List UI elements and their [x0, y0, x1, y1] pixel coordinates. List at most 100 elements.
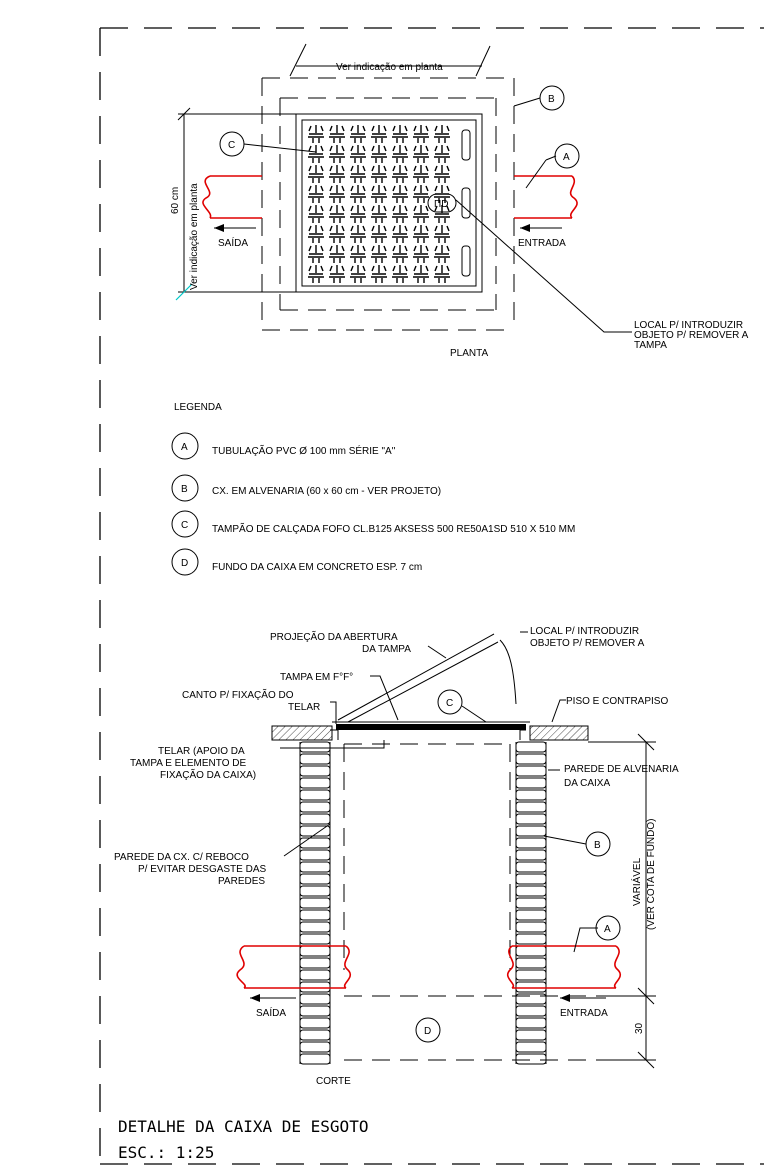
grate-tile — [391, 144, 409, 164]
plan-marker-a: A — [554, 143, 580, 169]
plan-dim-60: 60 cm — [170, 187, 181, 214]
grate-tile — [412, 264, 430, 284]
plan-side-note: Ver indicação em planta — [189, 183, 200, 290]
brick — [299, 909, 331, 921]
grate-tile — [328, 224, 346, 244]
svg-text:A: A — [604, 924, 611, 935]
grate-tile — [412, 184, 430, 204]
plan-outlet-pipe — [202, 175, 262, 219]
grate-tile — [412, 244, 430, 264]
brick — [515, 981, 547, 993]
grate-tile — [349, 144, 367, 164]
plan-view: ΠD SAÍDA ENTRADA Ver indicação em planta… — [170, 43, 749, 359]
svg-text:P/ EVITAR DESGASTE DAS: P/ EVITAR DESGASTE DAS — [138, 864, 267, 875]
grate-tile — [370, 224, 388, 244]
brick — [299, 849, 331, 861]
brick — [299, 957, 331, 969]
brick — [299, 933, 331, 945]
plan-top-note: Ver indicação em planta — [336, 62, 443, 73]
brick — [299, 1005, 331, 1017]
brick — [515, 801, 547, 813]
brick — [299, 789, 331, 801]
brick — [299, 945, 331, 957]
grate-tile — [307, 124, 325, 144]
svg-text:PAREDE DE ALVENARIA: PAREDE DE ALVENARIA — [564, 764, 679, 775]
svg-text:TAMPA: TAMPA — [634, 340, 667, 351]
grate-tile — [349, 264, 367, 284]
svg-text:FUNDO DA CAIXA EM CONCRETO ESP: FUNDO DA CAIXA EM CONCRETO ESP. 7 cm — [212, 562, 422, 573]
brick — [515, 885, 547, 897]
svg-text:PAREDE DA CX. C/ REBOCO: PAREDE DA CX. C/ REBOCO — [114, 852, 249, 863]
section-local-note: LOCAL P/ INTRODUZIR OBJETO P/ REMOVER A — [530, 626, 645, 649]
grate-tile — [349, 164, 367, 184]
brick — [299, 741, 331, 753]
grate-tile — [391, 264, 409, 284]
svg-text:C: C — [181, 520, 188, 531]
grate-tile — [433, 264, 451, 284]
legend: LEGENDA A TUBULAÇÃO PVC Ø 100 mm SÉRIE "… — [171, 402, 575, 576]
brick — [515, 837, 547, 849]
plan-local-note: LOCAL P/ INTRODUZIR OBJETO P/ REMOVER A … — [634, 320, 749, 351]
brick — [515, 849, 547, 861]
brick — [299, 969, 331, 981]
section-variable: VARIÁVEL — [630, 857, 643, 906]
section-corner-label: CANTO P/ FIXAÇÃO DO TELAR — [182, 688, 320, 713]
grate-tile — [328, 164, 346, 184]
svg-text:PAREDES: PAREDES — [218, 876, 265, 887]
brick — [515, 873, 547, 885]
plan-inlet-label: ENTRADA — [518, 238, 566, 249]
plan-outlet-label: SAÍDA — [218, 236, 248, 249]
brick — [515, 765, 547, 777]
brick — [515, 789, 547, 801]
section-view-title: CORTE — [316, 1076, 351, 1087]
svg-text:TAMPÃO DE CALÇADA FOFO CL.B125: TAMPÃO DE CALÇADA FOFO CL.B125 AKSESS 50… — [212, 522, 575, 535]
section-dim-30: 30 — [634, 1022, 645, 1034]
section-outlet-label: SAÍDA — [256, 1006, 286, 1019]
brick — [299, 753, 331, 765]
grate-tile — [391, 124, 409, 144]
grate-tile — [433, 224, 451, 244]
brick — [515, 1005, 547, 1017]
drawing-title: DETALHE DA CAIXA DE ESGOTO — [118, 1117, 368, 1136]
brick — [299, 1017, 331, 1029]
legend-item-d: D FUNDO DA CAIXA EM CONCRETO ESP. 7 cm — [171, 548, 422, 576]
brick — [299, 897, 331, 909]
brick — [515, 741, 547, 753]
grate-tile — [370, 244, 388, 264]
section-left-wall — [299, 741, 331, 1065]
svg-text:LOCAL P/ INTRODUZIR: LOCAL P/ INTRODUZIR — [634, 320, 743, 331]
plan-marker-b: B — [539, 85, 565, 111]
svg-text:A: A — [181, 442, 188, 453]
section-marker-a: A — [595, 915, 621, 941]
section-inlet-label: ENTRADA — [560, 1008, 608, 1019]
grate-tile — [328, 204, 346, 224]
plan-view-title: PLANTA — [450, 348, 488, 359]
lid-grate-pattern — [307, 124, 451, 284]
grate-tile — [370, 264, 388, 284]
brick — [299, 801, 331, 813]
section-marker-d: D — [415, 1017, 441, 1043]
grate-tile — [328, 184, 346, 204]
brick — [515, 921, 547, 933]
brick — [299, 813, 331, 825]
lid-opening-symbol: ΠD — [434, 199, 448, 210]
section-marker-c: C — [437, 689, 463, 715]
section-telar-label: TELAR (APOIO DA TAMPA E ELEMENTO DE FIXA… — [130, 746, 256, 781]
grate-tile — [349, 224, 367, 244]
brick — [515, 861, 547, 873]
svg-text:TELAR (APOIO DA: TELAR (APOIO DA — [158, 746, 245, 757]
brick — [299, 873, 331, 885]
brick — [515, 933, 547, 945]
brick — [515, 969, 547, 981]
section-floor-label: PISO E CONTRAPISO — [566, 696, 668, 707]
grate-tile — [307, 244, 325, 264]
brick — [515, 813, 547, 825]
brick — [299, 861, 331, 873]
svg-text:B: B — [548, 94, 555, 105]
svg-text:LOCAL P/ INTRODUZIR: LOCAL P/ INTRODUZIR — [530, 626, 639, 637]
grate-tile — [328, 144, 346, 164]
grate-tile — [328, 264, 346, 284]
svg-text:DA TAMPA: DA TAMPA — [362, 644, 411, 655]
brick — [299, 1053, 331, 1065]
